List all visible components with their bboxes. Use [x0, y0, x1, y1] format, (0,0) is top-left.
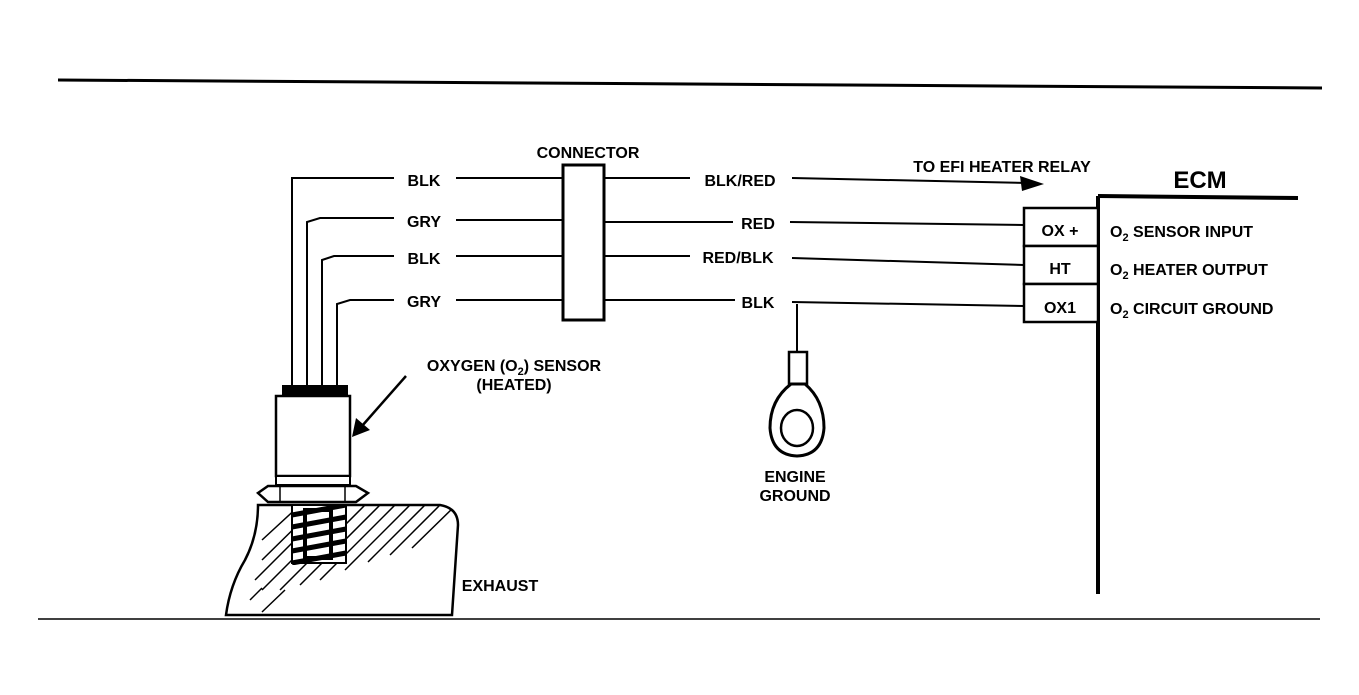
ecm-label: ECM [1173, 167, 1226, 194]
pin-label-ht: HT [1049, 261, 1071, 278]
engine-ground-label-2: GROUND [759, 488, 830, 505]
pin-desc-circuit-ground: O2 CIRCUIT GROUND [1110, 301, 1273, 321]
exhaust-pipe [224, 503, 460, 617]
sensor-label-2: (HEATED) [476, 377, 551, 394]
sensor-arrow-head [352, 418, 370, 437]
sensor-arrow-shaft [361, 375, 407, 427]
ecm-wires [604, 176, 1044, 307]
oxygen-sensor [255, 385, 371, 504]
sensor-label-1: OXYGEN (O2) SENSOR [427, 358, 602, 378]
pin-box-ox1 [1022, 282, 1100, 324]
connector-block [561, 163, 606, 322]
ecm-box [1022, 194, 1299, 594]
engine-ground-terminal [768, 304, 826, 458]
wire-label-blk-red: BLK/RED [704, 173, 775, 190]
wire-label-blk-3: BLK [742, 295, 775, 312]
relay-arrow-head [1020, 176, 1044, 191]
pin-desc-heater-output: O2 HEATER OUTPUT [1110, 262, 1268, 282]
wire-label-blk-2: BLK [408, 251, 441, 268]
pin-desc-sensor-input: O2 SENSOR INPUT [1110, 224, 1253, 244]
relay-label: TO EFI HEATER RELAY [913, 159, 1091, 176]
exhaust-label: EXHAUST [462, 578, 539, 595]
connector-label: CONNECTOR [537, 145, 640, 162]
wire-label-red: RED [741, 216, 775, 233]
wire-label-blk-1: BLK [408, 173, 441, 190]
pin-label-ox1: OX1 [1044, 300, 1076, 317]
wire-label-gry-1: GRY [407, 214, 441, 231]
wire-label-red-blk: RED/BLK [702, 250, 774, 267]
pin-label-ox-plus: OX + [1042, 223, 1079, 240]
pin-box-ox-plus [1022, 206, 1100, 248]
pin-box-ht [1022, 244, 1100, 286]
top-rule [57, 78, 1323, 90]
wire-label-gry-2: GRY [407, 294, 441, 311]
engine-ground-label-1: ENGINE [764, 469, 826, 486]
sensor-wires [291, 177, 563, 385]
